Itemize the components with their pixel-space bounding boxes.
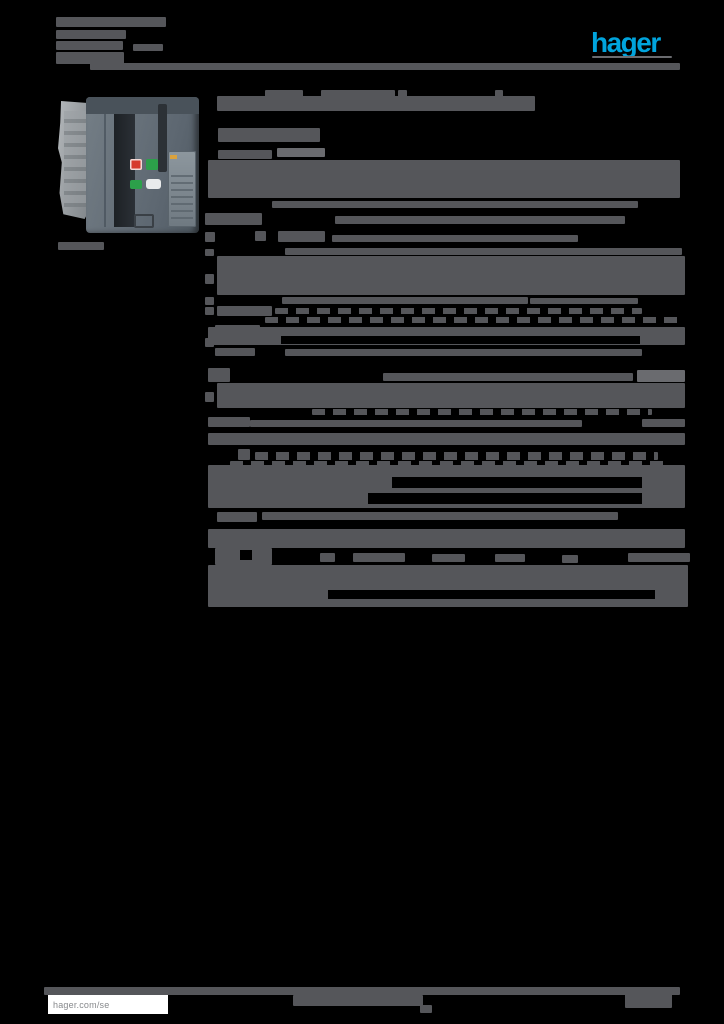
redacted-text-line [368,493,642,504]
redacted-text-line [205,232,215,242]
breaker-handle-stripe [158,104,167,172]
section-header [218,128,320,142]
redacted-text-line [562,555,578,563]
redacted-text-line [205,274,214,284]
band-2 [208,433,685,445]
redacted-text-line [240,550,252,560]
redacted-text-line [383,373,633,381]
redacted-text-line [205,249,214,256]
breaker-spring-indicator [146,179,161,189]
redacted-text-line [205,307,214,315]
redacted-text-line [205,213,262,225]
paragraph-2 [217,256,685,295]
hager-logo: hager [591,27,661,58]
breaker-yellow-label [170,155,177,159]
redacted-text-line [282,297,528,304]
title-ascender [398,90,407,97]
title-ascender [495,90,503,97]
header-ref-line-2 [56,30,126,39]
title-ascender [265,90,303,97]
breaker-seam [104,114,106,227]
redacted-text-line [205,338,214,347]
title-ascender [321,90,395,97]
redacted-text-line [495,554,525,562]
redacted-text-line [432,554,465,562]
redacted-text-line [285,248,682,255]
redacted-text-line [205,297,214,305]
redacted-text-line [320,553,335,562]
redacted-text-line [208,417,250,427]
band-3 [208,529,685,548]
logo-underline [592,56,672,58]
panel-2 [208,565,688,607]
redacted-text-line [217,306,272,316]
header-ref-line-3 [56,41,123,50]
redacted-text-line [215,348,255,356]
paragraph-1 [208,160,680,198]
page-title [217,96,535,111]
redacted-text-line [218,150,272,159]
redacted-text-line [642,419,685,427]
breaker-top-cap [86,97,199,114]
breaker-dark-column [114,114,135,227]
product-photo [58,95,200,237]
footer-center-text [293,995,423,1006]
redacted-text-line [628,553,690,562]
breaker-bracket-detail [64,111,86,207]
product-caption [58,242,104,250]
redacted-text-line [208,368,230,382]
header-ref-line-1 [56,17,166,27]
breaker-on-button [146,159,158,170]
redacted-text-line [255,452,658,460]
redacted-text-line [332,235,578,242]
footer-page-box [625,993,672,1008]
header-ref-line-5 [133,44,163,51]
redacted-text-line [392,477,642,488]
redacted-text-line [285,349,642,356]
redacted-text-line [312,409,652,415]
footer-rule [44,987,680,995]
paragraph-3 [217,383,685,408]
redacted-text-line [272,201,638,208]
redacted-text-line [275,308,642,314]
header-rule [90,63,680,70]
breaker-off-button [130,159,142,170]
redacted-text-line [278,231,325,242]
redacted-text-line [530,298,638,304]
redacted-text-line [250,420,582,427]
redacted-text-line [205,392,214,402]
redacted-text-line [230,461,670,466]
breaker-trip-unit-markings [171,171,193,219]
redacted-text-line [238,449,250,460]
redacted-text-line [255,231,266,241]
redacted-text-line [277,148,325,157]
redacted-text-line [353,553,405,562]
redacted-text-line [217,512,257,522]
redacted-text-line [335,216,625,224]
header-ref-line-4 [56,52,124,64]
redacted-text-line [328,590,655,599]
footer-center-text-tail [420,1005,432,1013]
redacted-text-line [281,336,640,344]
redacted-text-line [265,317,678,323]
breaker-charged-indicator [130,180,142,189]
footer-site-link-box[interactable]: hager.com/se [48,995,168,1014]
breaker-nameplate-outline [134,214,154,228]
footer-site-link-label: hager.com/se [53,999,110,1010]
redacted-text-line [637,370,685,382]
redacted-text-line [262,512,618,520]
